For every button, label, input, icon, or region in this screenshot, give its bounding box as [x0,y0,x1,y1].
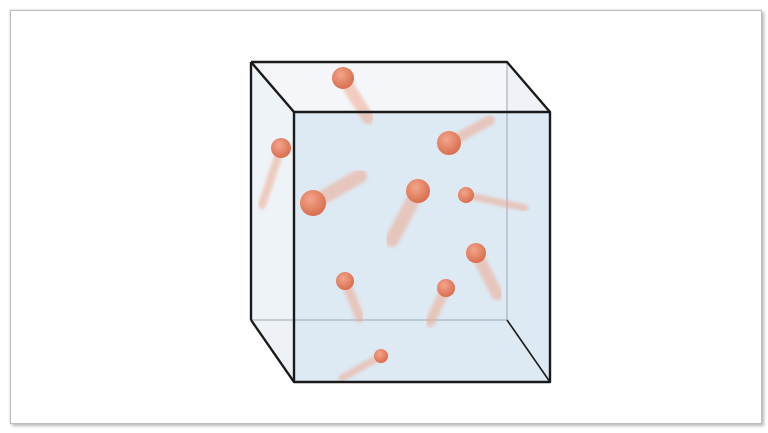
gas-particle [374,349,388,363]
box-top-face [251,62,550,112]
gas-particle [336,272,354,290]
gas-particle [332,67,354,89]
gas-particle [437,279,455,297]
gas-particle [406,179,430,203]
gas-particle [271,138,291,158]
gas-particle [437,131,461,155]
gas-particle [458,187,474,203]
box-front-face [294,112,550,382]
gas-particle [466,243,486,263]
gas-particle [300,190,326,216]
